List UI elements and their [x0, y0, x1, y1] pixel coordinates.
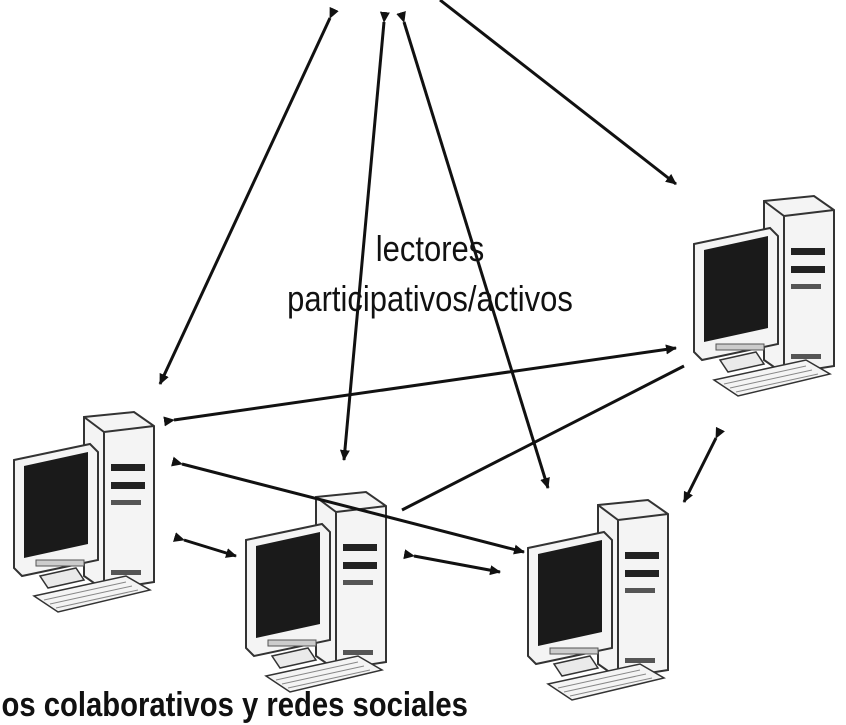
computer-icon	[245, 491, 387, 693]
center-label-line1: lectores	[375, 228, 485, 269]
arrow-icon	[163, 344, 677, 427]
computer-icon	[13, 411, 155, 613]
bottom-caption: rios colaborativos y redes sociales	[0, 686, 468, 724]
arrow-icon	[158, 6, 339, 385]
arrow-icon	[401, 364, 685, 512]
computer-icon	[693, 195, 835, 397]
computer-icon	[527, 499, 669, 701]
arrow-icon	[172, 532, 237, 558]
arrow-icon	[439, 0, 677, 186]
center-label-line2: participativos/activos	[287, 278, 573, 319]
arrow-icon	[682, 426, 725, 503]
arrow-icon	[171, 456, 525, 555]
arrow-icon	[403, 549, 501, 576]
